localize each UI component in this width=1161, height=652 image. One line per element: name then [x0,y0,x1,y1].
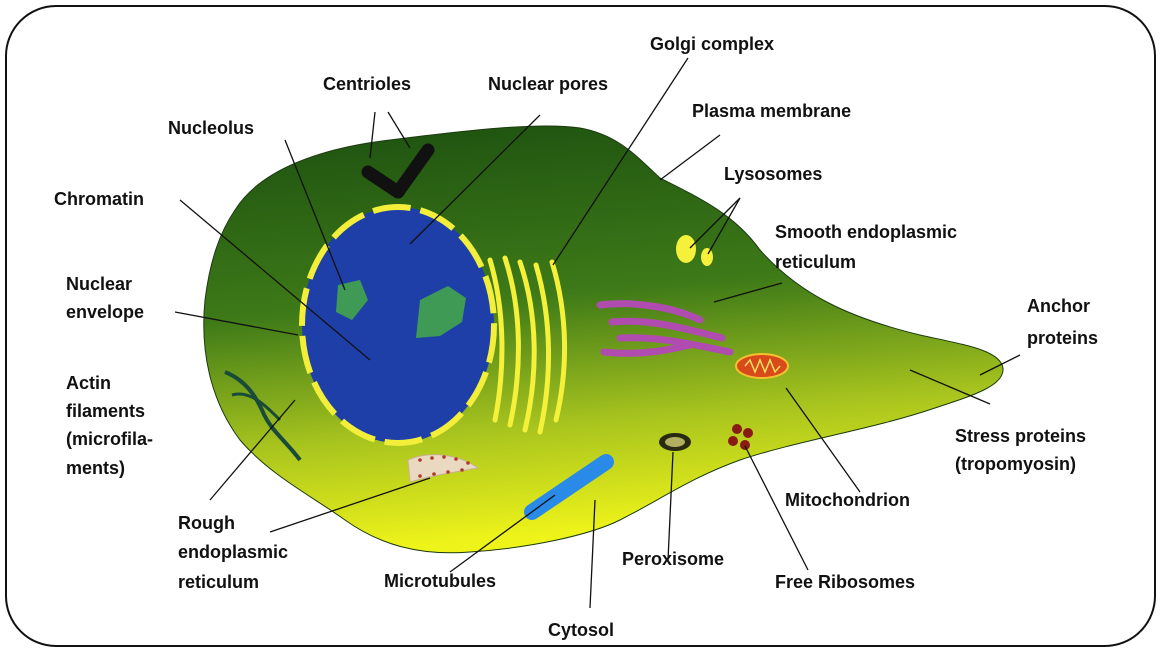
label-centrioles: Centrioles [323,74,411,94]
label-nuclear-envelope-1: Nuclear [66,274,132,294]
label-actin-2: filaments [66,401,145,421]
label-lysosomes: Lysosomes [724,164,822,184]
label-nucleolus: Nucleolus [168,118,254,138]
label-smooth-er-1: Smooth endoplasmic [775,222,957,242]
label-actin-4: ments) [66,458,125,478]
label-golgi-complex: Golgi complex [650,34,774,54]
label-free-ribosomes: Free Ribosomes [775,572,915,592]
label-cytosol: Cytosol [548,620,614,640]
label-rough-er-3: reticulum [178,572,259,592]
label-rough-er-2: endoplasmic [178,542,288,562]
label-stress-proteins-2: (tropomyosin) [955,454,1076,474]
label-actin-1: Actin [66,373,111,393]
peroxisome-core [665,437,685,447]
label-plasma-membrane: Plasma membrane [692,101,851,121]
label-stress-proteins-1: Stress proteins [955,426,1086,446]
label-mitochondrion: Mitochondrion [785,490,910,510]
label-anchor-proteins-2: proteins [1027,328,1098,348]
label-actin-3: (microfila- [66,429,153,449]
label-anchor-proteins-1: Anchor [1027,296,1090,316]
label-smooth-er-2: reticulum [775,252,856,272]
label-peroxisome: Peroxisome [622,549,724,569]
label-rough-er-1: Rough [178,513,235,533]
lysosome-2 [701,248,713,266]
label-nuclear-envelope-2: envelope [66,302,144,322]
label-nuclear-pores: Nuclear pores [488,74,608,94]
label-microtubules: Microtubules [384,571,496,591]
label-chromatin: Chromatin [54,189,144,209]
lysosome-1 [676,235,696,263]
